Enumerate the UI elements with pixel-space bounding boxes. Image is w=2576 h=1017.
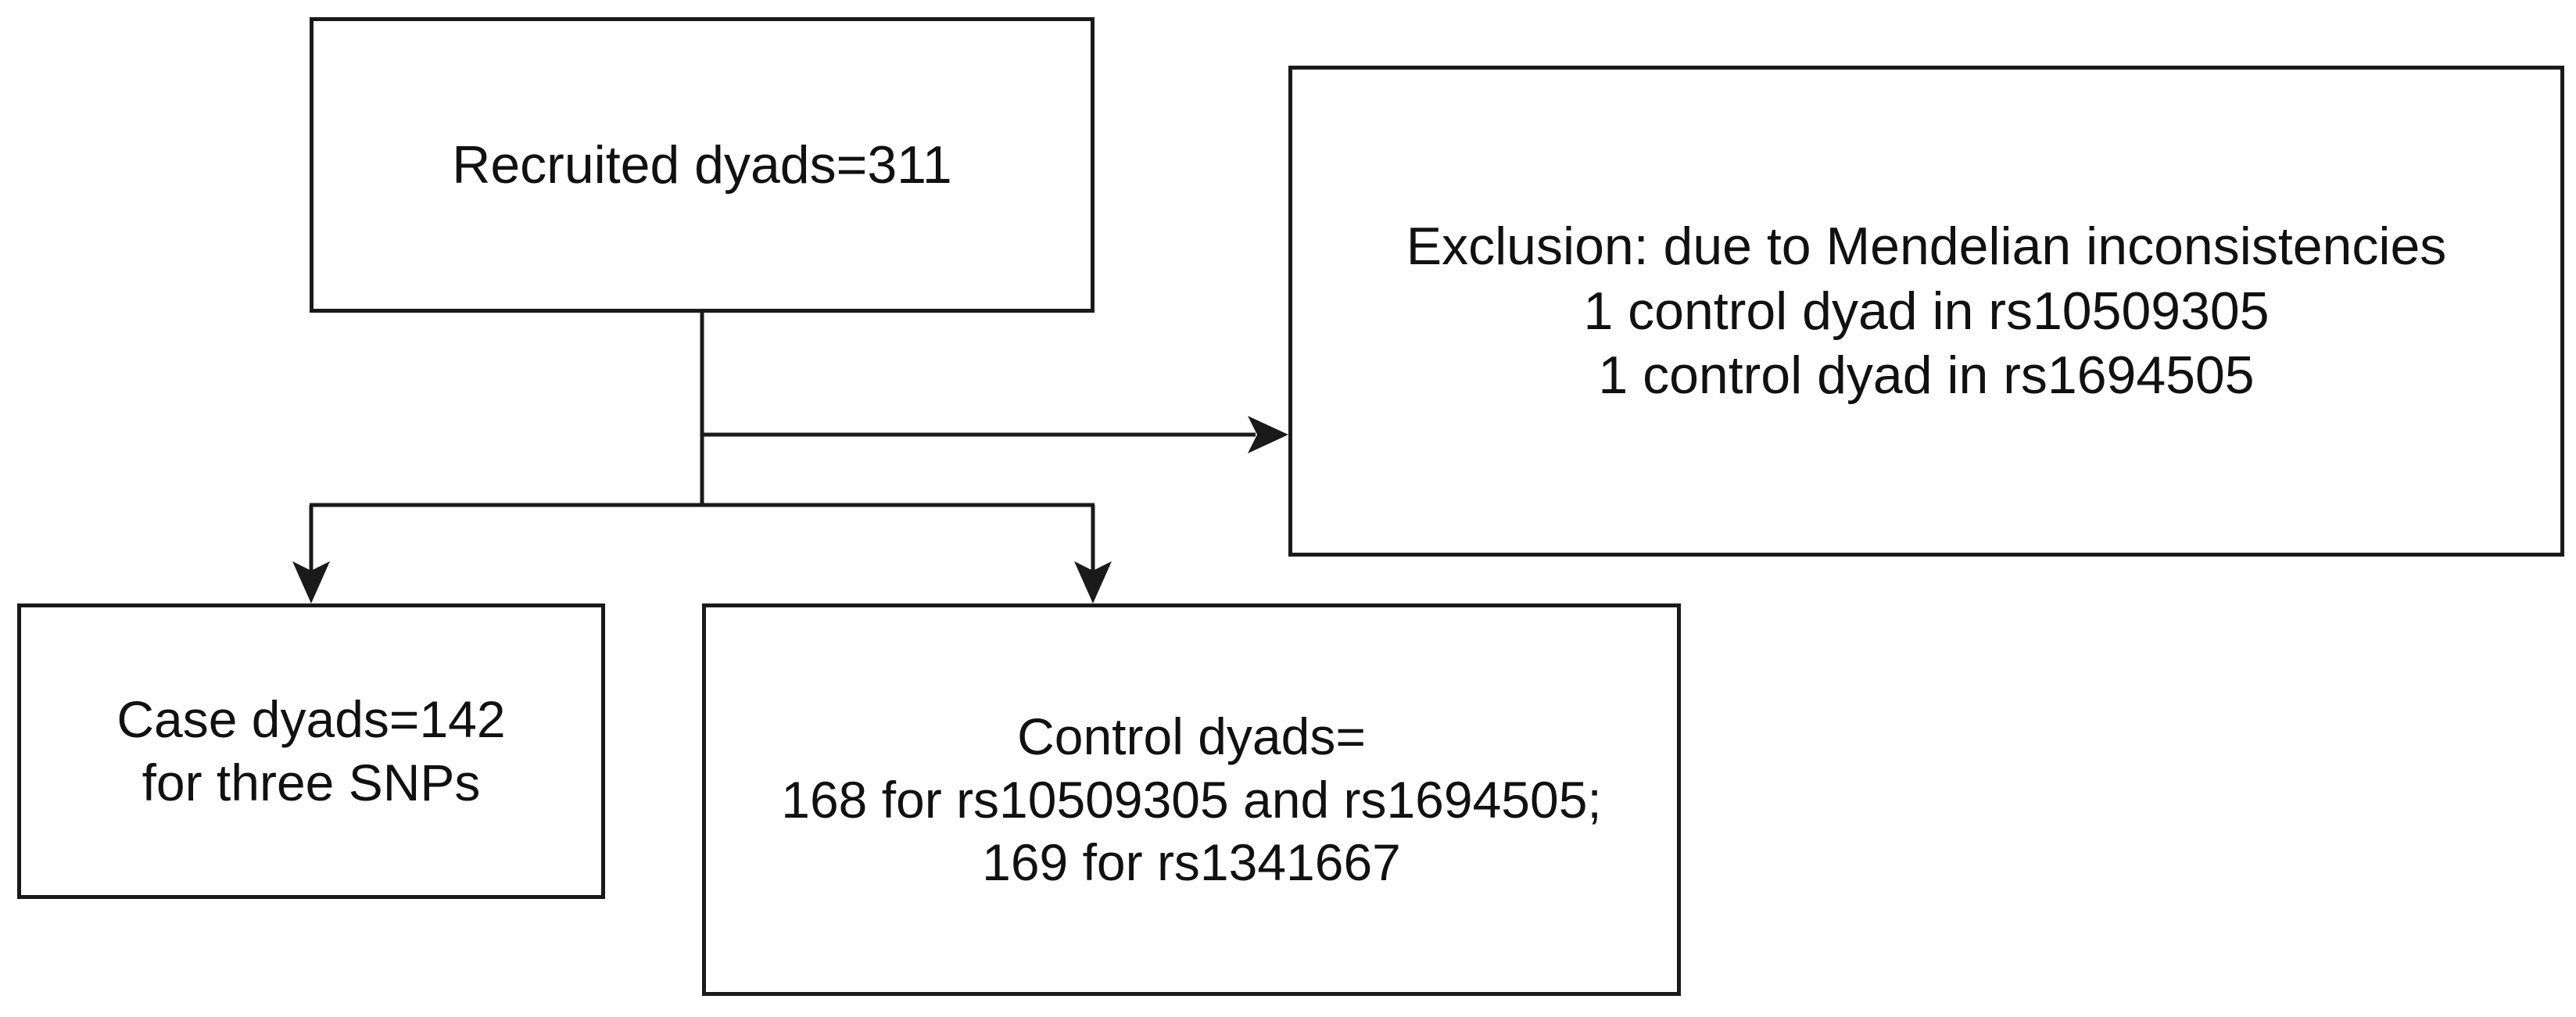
exclusion-line-1: 1 control dyad in rs10509305 <box>1583 281 2270 341</box>
exclusion-line-2: 1 control dyad in rs1694505 <box>1598 346 2255 406</box>
control-line-2: 168 for rs10509305 and rs1694505; <box>781 770 1602 829</box>
control-line-1: Control dyads= <box>1017 707 1366 766</box>
recruited-box: Recruited dyads=311 <box>310 17 1095 313</box>
arrowhead-case <box>292 561 330 603</box>
arrowhead-exclusion <box>1248 416 1288 453</box>
case-line-1: Case dyads=142 <box>116 690 506 749</box>
exclusion-title: Exclusion: due to Mendelian inconsistenc… <box>1406 216 2447 276</box>
exclusion-box: Exclusion: due to Mendelian inconsistenc… <box>1288 66 2564 557</box>
control-line-3: 169 for rs1341667 <box>982 833 1401 892</box>
case-box: Case dyads=142 for three SNPs <box>17 603 605 899</box>
recruited-text: Recruited dyads=311 <box>452 134 952 195</box>
case-line-2: for three SNPs <box>142 754 481 811</box>
control-box: Control dyads= 168 for rs10509305 and rs… <box>702 603 1681 996</box>
arrowhead-control <box>1074 561 1112 603</box>
